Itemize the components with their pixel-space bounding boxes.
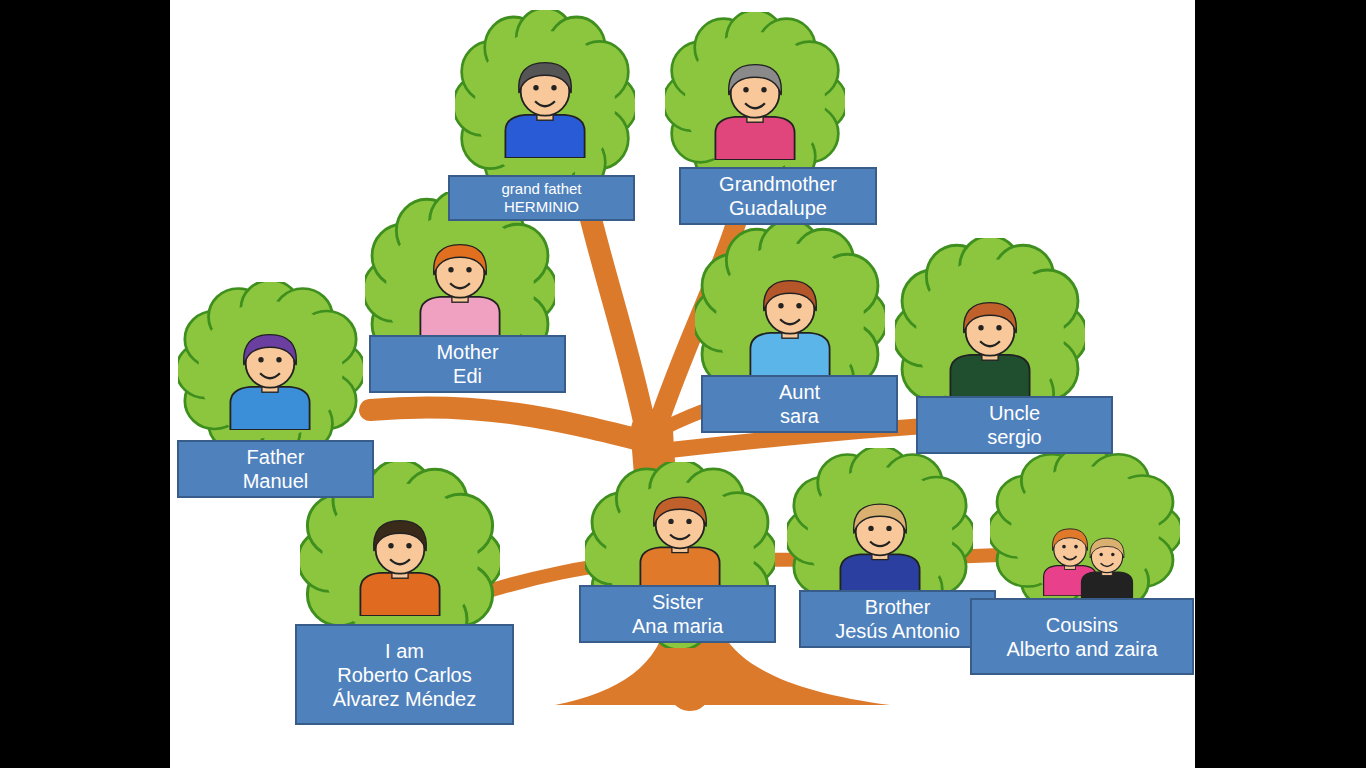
- relation-text: Father: [185, 445, 366, 469]
- relation-text: grand fathet: [456, 180, 627, 198]
- relation-text: Sister: [587, 590, 768, 614]
- relation-text: Uncle: [924, 401, 1105, 425]
- person-name: HERMINIO: [456, 198, 627, 216]
- relation-text: I am: [303, 639, 506, 663]
- name-label-box: I amRoberto Carlos Álvarez Méndez: [295, 624, 514, 725]
- label-content: FatherManuel: [185, 445, 366, 493]
- label-content: MotherEdi: [377, 340, 558, 388]
- label-content: grand fathetHERMINIO: [456, 180, 627, 216]
- name-label-box: CousinsAlberto and zaira: [970, 598, 1194, 675]
- label-content: SisterAna maria: [587, 590, 768, 638]
- name-label-box: FatherManuel: [177, 440, 374, 498]
- label-content: BrotherJesús Antonio: [807, 595, 988, 643]
- person-name: Edi: [377, 364, 558, 388]
- name-label-box: grand fathetHERMINIO: [448, 175, 635, 221]
- person-name: Guadalupe: [687, 196, 869, 220]
- relation-text: Mother: [377, 340, 558, 364]
- name-label-box: BrotherJesús Antonio: [799, 590, 996, 648]
- name-label-box: MotherEdi: [369, 335, 566, 393]
- name-label-box: Unclesergio: [916, 396, 1113, 454]
- person-name: Manuel: [185, 469, 366, 493]
- label-content: Unclesergio: [924, 401, 1105, 449]
- relation-text: Aunt: [709, 380, 890, 404]
- relation-text: Grandmother: [687, 172, 869, 196]
- person-name: Alberto and zaira: [978, 637, 1186, 661]
- person-name: sara: [709, 404, 890, 428]
- person-name: Ana maria: [587, 614, 768, 638]
- label-content: CousinsAlberto and zaira: [978, 613, 1186, 661]
- name-label-box: SisterAna maria: [579, 585, 776, 643]
- label-content: I amRoberto Carlos Álvarez Méndez: [303, 639, 506, 711]
- person-name: Jesús Antonio: [807, 619, 988, 643]
- label-content: Auntsara: [709, 380, 890, 428]
- relation-text: Brother: [807, 595, 988, 619]
- name-label-box: Auntsara: [701, 375, 898, 433]
- label-content: GrandmotherGuadalupe: [687, 172, 869, 220]
- person-name: sergio: [924, 425, 1105, 449]
- person-name: Roberto Carlos Álvarez Méndez: [303, 663, 506, 711]
- relation-text: Cousins: [978, 613, 1186, 637]
- name-label-box: GrandmotherGuadalupe: [679, 167, 877, 225]
